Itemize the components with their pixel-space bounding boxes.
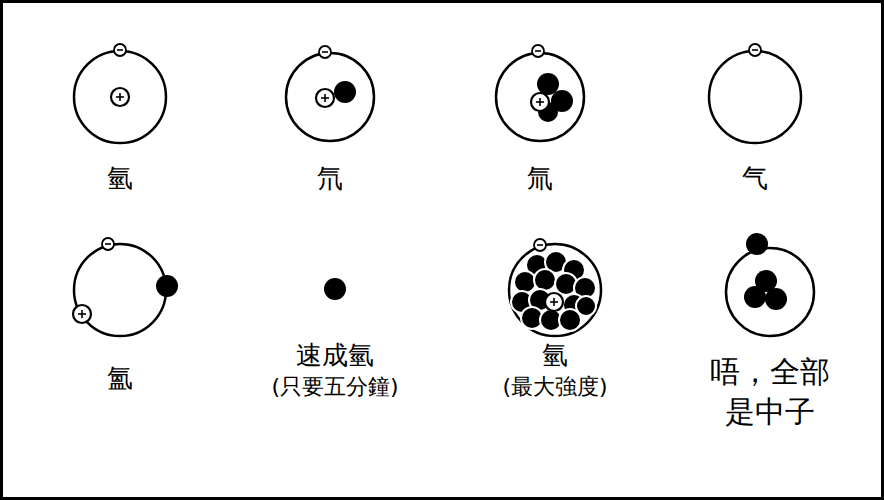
element-name: 氘 [313,162,347,194]
element-name: 氳 [103,362,137,394]
element-note: (只要五分鐘) [267,372,403,402]
atom-label: 氚 [523,162,557,194]
element-note: (最大強度) [498,372,612,402]
atom-label: 气 [738,162,772,194]
atom-label: 氘 [313,162,347,194]
element-name: 唔，全部 是中子 [703,352,837,432]
element-name: 氫 [103,162,137,194]
atom-label: 氫 [103,162,137,194]
element-name: 气 [738,162,772,194]
atom-label: 速成氫(只要五分鐘) [267,338,403,402]
atom-label: 氳 [103,362,137,394]
atom-label: 氫(最大強度) [498,338,612,402]
atom-label: 唔，全部 是中子 [699,352,841,432]
element-name: 速成氫 [267,338,403,372]
element-name: 氚 [523,162,557,194]
element-name: 氫 [498,338,612,372]
